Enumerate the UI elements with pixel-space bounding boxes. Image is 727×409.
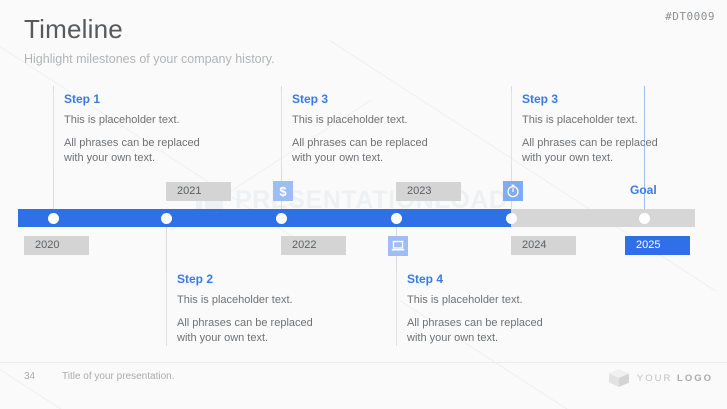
timeline-progress-fill (18, 209, 511, 227)
step-text-line2-b: with your own text. (292, 151, 384, 164)
footer-divider (0, 362, 727, 363)
date-chip-2022[interactable]: 2022 (281, 236, 346, 255)
date-chip-2024[interactable]: 2024 (511, 236, 576, 255)
decorative-diagonal-line (0, 330, 192, 409)
timeline-node[interactable] (47, 212, 59, 224)
step-text-line2-a: All phrases can be replaced (407, 316, 543, 329)
step-accent-line (53, 92, 54, 166)
step-title: Step 2 (177, 272, 214, 286)
step-text-line1: This is placeholder text. (292, 114, 408, 126)
step-text-line2: All phrases can be replaced with your own… (407, 316, 587, 346)
page-title: Timeline (24, 14, 123, 44)
step-text-line1: This is placeholder text. (407, 294, 523, 306)
step-title: Step 3 (292, 92, 329, 106)
step-title: Step 3 (522, 92, 559, 106)
dollar-glyph: $ (279, 183, 287, 199)
step-block-5: Step 4 This is placeholder text. All phr… (396, 272, 587, 346)
timeline-node[interactable] (390, 212, 402, 224)
template-code: #DT0009 (665, 10, 715, 23)
step-text-line1: This is placeholder text. (522, 114, 638, 126)
date-chip-2021[interactable]: 2021 (166, 182, 231, 201)
date-chip-2023[interactable]: 2023 (396, 182, 461, 201)
step-title: Step 4 (407, 272, 444, 286)
timeline-node[interactable] (505, 212, 517, 224)
step-text-line2: All phrases can be replaced with your own… (522, 136, 702, 166)
timeline-node[interactable] (160, 212, 172, 224)
step-block-3: Step 3 This is placeholder text. All phr… (511, 92, 702, 166)
step-text-line2: All phrases can be replaced with your own… (292, 136, 472, 166)
step-text-line2-a: All phrases can be replaced (522, 136, 658, 149)
step-text-line2: All phrases can be replaced with your own… (177, 316, 357, 346)
goal-label: Goal (630, 183, 657, 197)
date-chip-2025[interactable]: 2025 (625, 236, 690, 255)
page-subtitle: Highlight milestones of your company his… (24, 52, 275, 66)
logo: YOUR LOGO (608, 368, 713, 388)
step-accent-line (166, 272, 167, 346)
timeline-node[interactable] (638, 212, 650, 224)
date-chip-2020[interactable]: 2020 (24, 236, 89, 255)
step-text-line2-b: with your own text. (407, 331, 499, 344)
step-block-2: Step 3 This is placeholder text. All phr… (281, 92, 472, 166)
step-title: Step 1 (64, 92, 101, 106)
stopwatch-icon[interactable] (503, 181, 523, 201)
page-number: 34 (24, 371, 36, 382)
step-text-line2-b: with your own text. (522, 151, 614, 164)
step-text-line2-b: with your own text. (177, 331, 269, 344)
step-text-line2-a: All phrases can be replaced (177, 316, 313, 329)
timeline-node[interactable] (275, 212, 287, 224)
step-text-line1: This is placeholder text. (64, 114, 180, 126)
laptop-icon[interactable] (388, 236, 408, 256)
step-block-1: Step 1 This is placeholder text. All phr… (53, 92, 244, 166)
connector-line-step2 (166, 227, 167, 282)
footer-title: Title of your presentation. (62, 371, 175, 382)
dollar-icon[interactable]: $ (273, 181, 293, 201)
step-text-line2-b: with your own text. (64, 151, 156, 164)
timeline-bar[interactable] (18, 209, 695, 227)
step-block-4: Step 2 This is placeholder text. All phr… (166, 272, 357, 346)
step-text-line2-a: All phrases can be replaced (64, 136, 200, 149)
logo-text-first: YOUR (636, 372, 678, 384)
step-text-line2-a: All phrases can be replaced (292, 136, 428, 149)
logo-text-second: LOGO (677, 372, 713, 384)
connector-line-goal (644, 86, 645, 213)
cube-icon (608, 369, 629, 387)
step-text-line1: This is placeholder text. (177, 294, 293, 306)
step-text-line2: All phrases can be replaced with your own… (64, 136, 244, 166)
step-accent-line (511, 92, 512, 166)
step-accent-line (396, 272, 397, 346)
step-accent-line (281, 92, 282, 166)
logo-text: YOUR LOGO (637, 373, 713, 384)
